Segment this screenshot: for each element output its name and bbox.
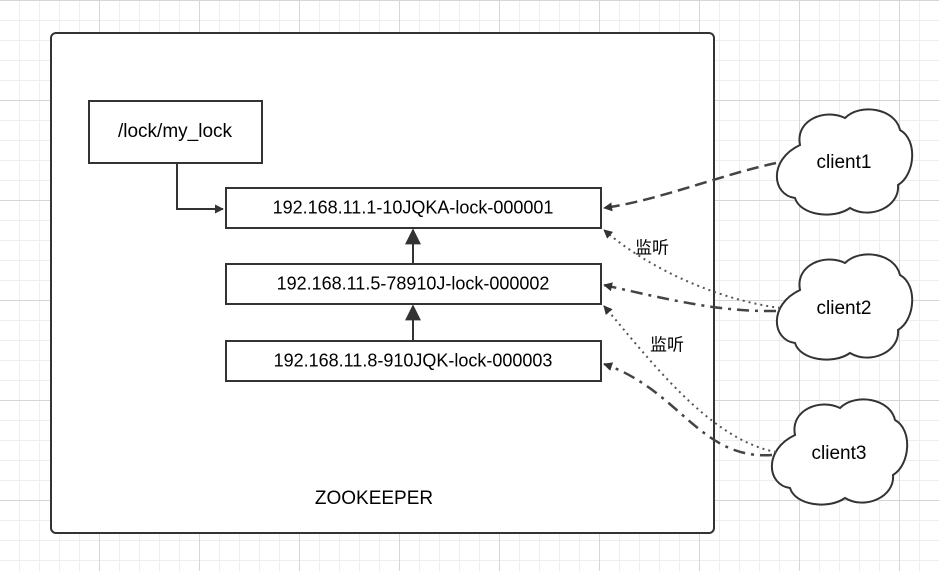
- watch-node3-on-node2: [603, 305, 777, 453]
- root-node-box: [88, 100, 263, 164]
- client1-label: client1: [816, 152, 872, 173]
- client3-label: client3: [811, 443, 867, 464]
- client1-cloud: [775, 108, 914, 216]
- client2-label: client2: [816, 298, 872, 319]
- lock-node-label-2: 192.168.11.5-78910J-lock-000002: [276, 273, 550, 294]
- client2-to-node2-connector: [603, 282, 777, 313]
- client1-to-node1-connector: [603, 161, 777, 212]
- client2-cloud: [775, 253, 914, 361]
- watch-label-2: 监听: [650, 335, 684, 356]
- lock-node-box-2: [225, 263, 602, 305]
- lock-node-label-3: 192.168.11.8-910JQK-lock-000003: [273, 350, 553, 371]
- watch-node2-on-node1: [603, 229, 781, 309]
- client3-to-node3-connector: [603, 362, 773, 457]
- watch-label-1: 监听: [635, 238, 669, 259]
- client3-cloud: [770, 398, 909, 506]
- lock-node-box-3: [225, 340, 602, 382]
- lock-node-label-1: 192.168.11.1-10JQKA-lock-000001: [272, 197, 554, 218]
- root-node-label: /lock/my_lock: [117, 121, 233, 142]
- zookeeper-label: ZOOKEEPER: [314, 488, 434, 509]
- root-to-node1-arrow: [176, 163, 224, 214]
- lock-node-box-1: [225, 187, 602, 229]
